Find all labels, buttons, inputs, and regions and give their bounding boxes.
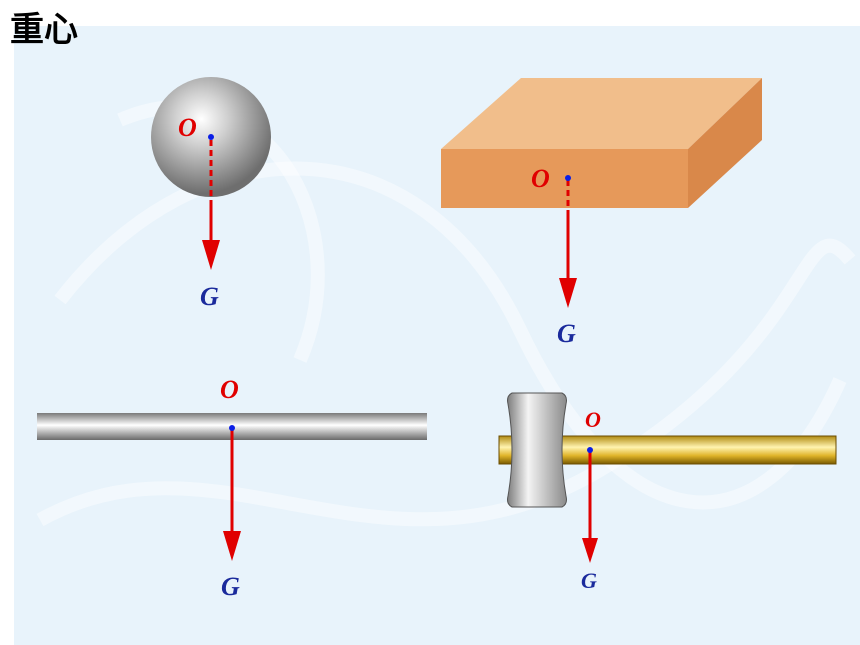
hammer-gravity-label: G xyxy=(581,568,597,593)
sphere-gravity-label: G xyxy=(200,282,219,311)
rod-center-dot xyxy=(229,425,235,431)
block-gravity-label: G xyxy=(557,319,576,348)
sphere-object: O G xyxy=(151,77,271,311)
rod-center-label: O xyxy=(220,375,239,404)
rod-gravity-label: G xyxy=(221,572,240,601)
block-gravity-arrow-head xyxy=(559,278,577,308)
rod-gravity-arrow-head xyxy=(223,531,241,561)
block-object: O G xyxy=(441,78,762,348)
sphere-gravity-arrow-head xyxy=(202,240,220,270)
hammer-gravity-arrow-head xyxy=(582,538,598,563)
rod-object: O G xyxy=(37,375,427,601)
hammer-head xyxy=(507,392,567,508)
block-side-face xyxy=(688,78,762,208)
sphere-center-label: O xyxy=(178,113,197,142)
sphere-center-dot xyxy=(208,134,214,140)
hammer-center-dot xyxy=(587,447,593,453)
block-top-face xyxy=(441,78,762,149)
block-center-label: O xyxy=(531,164,550,193)
block-center-dot xyxy=(565,175,571,181)
hammer-object: O G xyxy=(498,392,837,593)
hammer-center-label: O xyxy=(585,407,601,432)
block-front-face xyxy=(441,149,688,208)
page-title: 重心 xyxy=(10,10,78,50)
